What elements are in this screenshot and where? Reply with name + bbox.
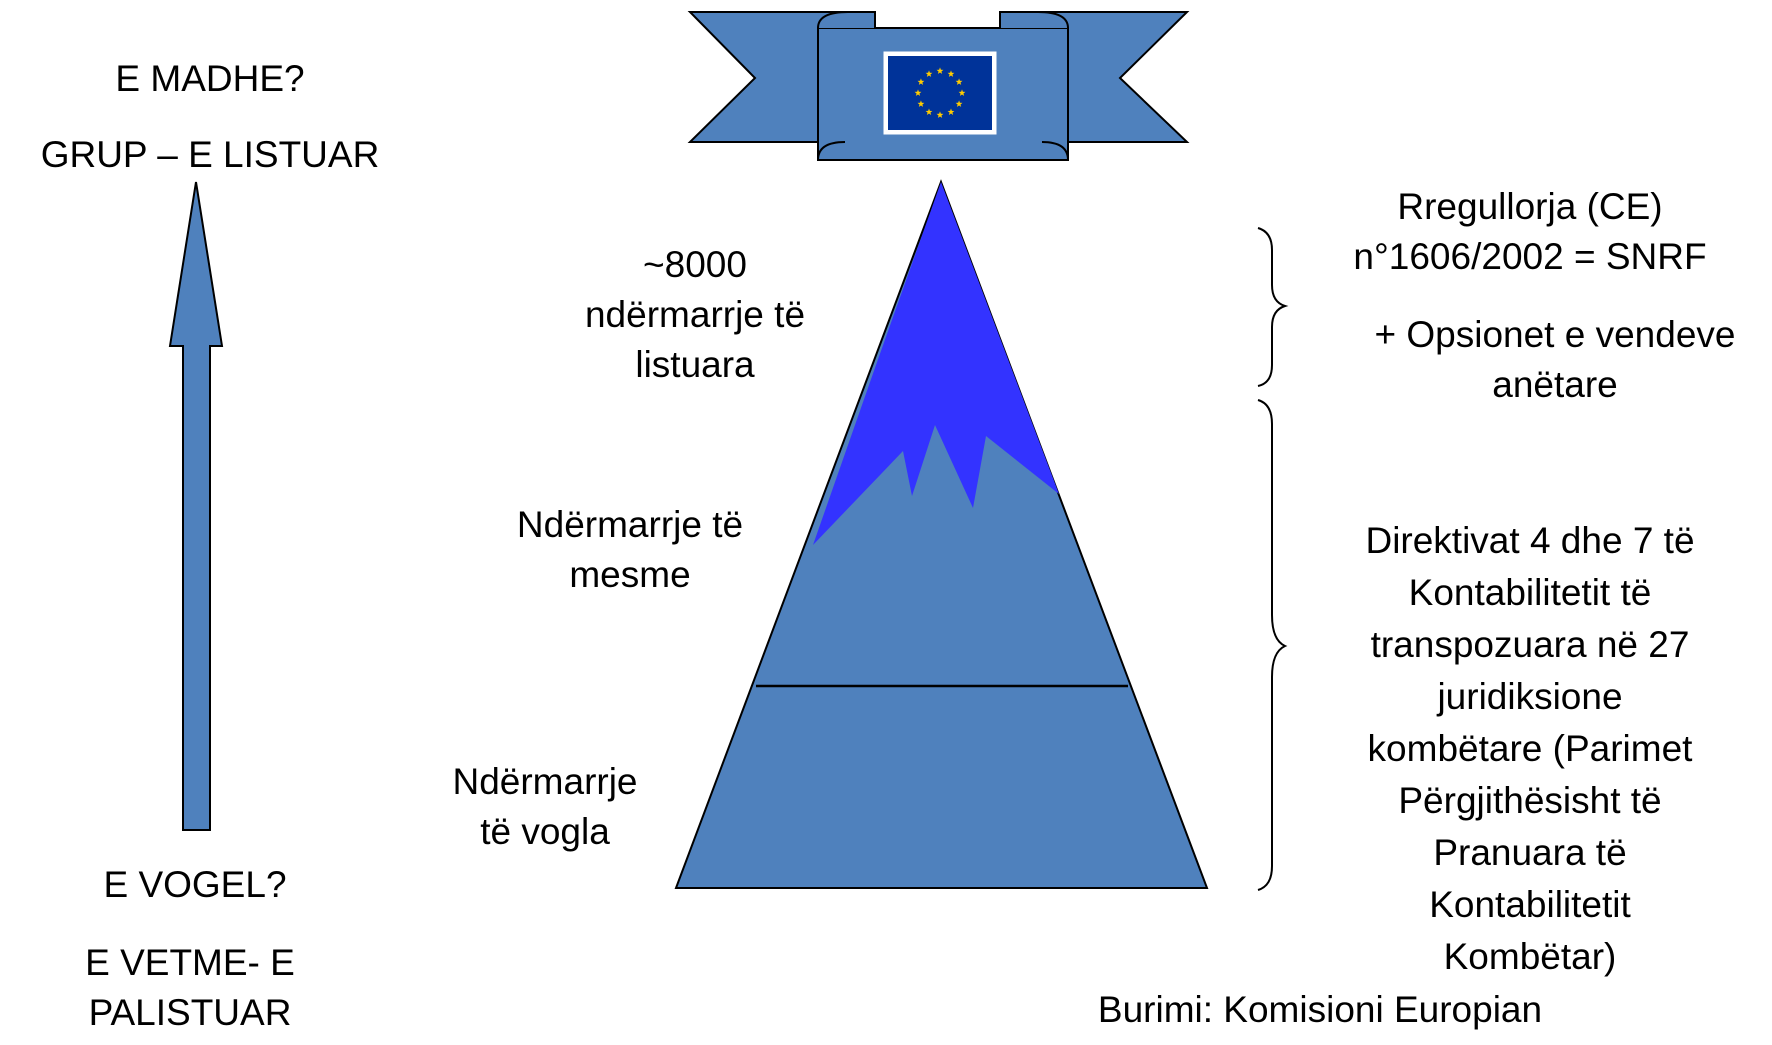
bottom-single-label-line1: E VETME- E	[85, 942, 295, 983]
eu-star	[917, 78, 925, 85]
top-group-label: GRUP – E LISTUAR	[40, 134, 380, 175]
small-companies-line2: të vogla	[480, 811, 610, 852]
directives-line7: Pranuara të	[1433, 832, 1627, 873]
medium-companies-line2: mesme	[569, 554, 691, 595]
small-companies-line1: Ndërmarrje	[452, 761, 638, 802]
member-options-note: + Opsionet e vendeve anëtare	[1340, 310, 1770, 410]
source-caption: Burimi: Komisioni Europian	[1097, 989, 1543, 1030]
pyramid-base	[674, 179, 1209, 889]
listed-companies-line2: ndërmarrje të	[584, 294, 806, 335]
top-question-label: E MADHE?	[115, 58, 305, 99]
bottom-single-label-line2: PALISTUAR	[88, 992, 292, 1033]
directives-note: Direktivat 4 dhe 7 të Kontabilitetit të …	[1300, 515, 1760, 983]
directives-line5: kombëtare (Parimet	[1367, 728, 1693, 769]
pyramid	[674, 179, 1209, 889]
eu-star	[958, 89, 966, 96]
member-options-line2: anëtare	[1492, 364, 1618, 405]
directives-line2: Kontabilitetit të	[1408, 572, 1652, 613]
eu-star	[925, 70, 933, 77]
directives-line3: transpozuara në 27	[1370, 624, 1690, 665]
eu-star	[955, 78, 963, 85]
eu-flag-icon	[883, 51, 997, 135]
regulation-line2: n°1606/2002 = SNRF	[1353, 236, 1707, 277]
eu-star	[917, 100, 925, 107]
eu-star	[914, 89, 922, 96]
directives-line8: Kontabilitetit	[1429, 884, 1631, 925]
eu-star	[955, 100, 963, 107]
medium-companies-label: Ndërmarrje të mesme	[490, 500, 770, 600]
eu-star	[936, 111, 944, 118]
directives-line4: juridiksione	[1437, 676, 1623, 717]
pyramid-peak	[813, 182, 1059, 545]
brace-bottom	[1257, 399, 1288, 891]
small-companies-label: Ndërmarrje të vogla	[420, 757, 670, 857]
eu-star	[925, 108, 933, 115]
bottom-single-label: E VETME- E PALISTUAR	[55, 938, 325, 1038]
directives-line1: Direktivat 4 dhe 7 të	[1365, 520, 1695, 561]
medium-companies-line1: Ndërmarrje të	[516, 504, 744, 545]
listed-companies-label: ~8000 ndërmarrje të listuara	[555, 240, 835, 390]
directives-line9: Kombëtar)	[1443, 936, 1617, 977]
directives-line6: Përgjithësisht të	[1398, 780, 1662, 821]
regulation-line1: Rregullorja (CE)	[1397, 186, 1663, 227]
listed-companies-line1: ~8000	[643, 244, 747, 285]
eu-stars	[914, 67, 966, 118]
brace-top	[1257, 227, 1289, 387]
eu-star	[936, 67, 944, 74]
bottom-question-label: E VOGEL?	[103, 864, 287, 905]
up-arrow-icon	[168, 181, 224, 831]
eu-star	[947, 70, 955, 77]
regulation-note: Rregullorja (CE) n°1606/2002 = SNRF	[1300, 182, 1760, 282]
listed-companies-line3: listuara	[635, 344, 755, 385]
eu-star	[947, 108, 955, 115]
member-options-line1: + Opsionet e vendeve	[1374, 314, 1736, 355]
